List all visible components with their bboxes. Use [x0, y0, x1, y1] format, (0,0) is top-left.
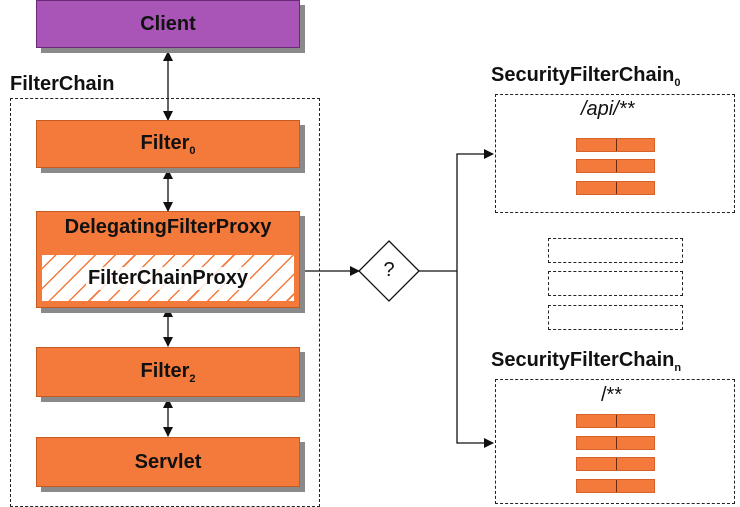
chainN-filter-bar-2 — [576, 436, 655, 450]
filter2-label: Filter2 — [140, 359, 196, 385]
chain0-filter-bar-3 — [576, 181, 655, 195]
security-filter-chain-0-title: SecurityFilterChain0 — [491, 64, 681, 89]
security-filter-chain-n-pattern: /** — [601, 384, 623, 406]
chain0-filter-bar-2 — [576, 159, 655, 173]
security-filter-chain-n-box — [495, 379, 735, 504]
filter2-box: Filter2 — [36, 347, 300, 397]
servlet-box: Servlet — [36, 437, 300, 487]
client-label: Client — [140, 12, 196, 35]
placeholder-chain-1 — [548, 238, 683, 263]
branch-to-chain0 — [456, 149, 494, 271]
servlet-label: Servlet — [134, 450, 202, 473]
branch-to-chainN — [456, 271, 494, 448]
decision-diamond — [358, 240, 420, 302]
placeholder-chain-2 — [548, 271, 683, 296]
decision-label: ? — [383, 259, 395, 281]
filter-chain-proxy-label: FilterChainProxy — [85, 266, 251, 290]
filter0-box: Filter0 — [36, 120, 300, 168]
security-filter-chain-n-title: SecurityFilterChainn — [491, 349, 682, 374]
chainN-filter-bar-4 — [576, 479, 655, 493]
filter0-label: Filter0 — [140, 131, 196, 157]
filterchain-title: FilterChain — [10, 73, 115, 95]
placeholder-chain-3 — [548, 305, 683, 330]
chainN-filter-bar-1 — [576, 414, 655, 428]
chain0-filter-bar-1 — [576, 138, 655, 152]
security-filter-chain-0-pattern: /api/** — [581, 98, 635, 120]
security-filter-chain-0-box — [495, 94, 735, 213]
delegating-filter-proxy-label: DelegatingFilterProxy — [64, 216, 272, 238]
client-box: Client — [36, 0, 300, 48]
chainN-filter-bar-3 — [576, 457, 655, 471]
filter-chain-proxy-box: FilterChainProxy — [41, 254, 295, 302]
delegating-filter-proxy-box: DelegatingFilterProxy FilterChainProxy — [36, 211, 300, 308]
